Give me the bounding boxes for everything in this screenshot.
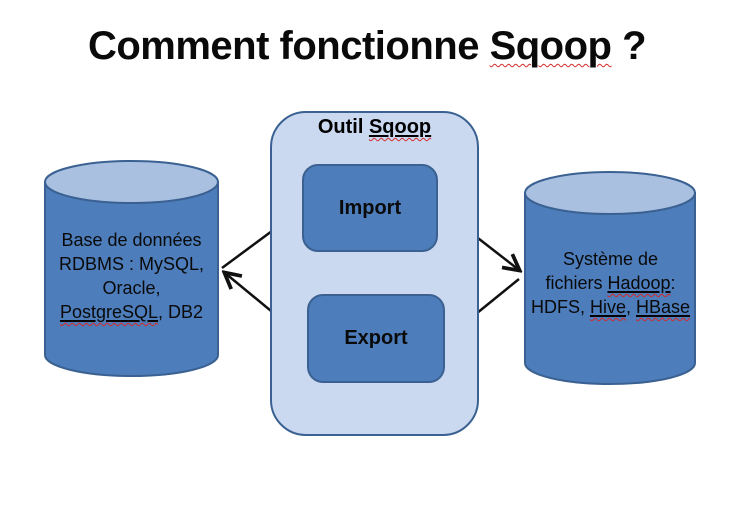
rdbms-postgresql-word: PostgreSQL: [59, 302, 159, 322]
hadoop-line-2: fichiers Hadoop:: [545, 273, 676, 293]
sqoop-tool-label-word: Sqoop: [368, 116, 432, 138]
rdbms-cylinder-top: [44, 160, 219, 204]
hadoop-line-1: Système de: [562, 249, 659, 269]
export-box: Export: [307, 294, 445, 383]
rdbms-line-4: PostgreSQL, DB2: [59, 302, 204, 322]
hadoop-cylinder-top: [524, 171, 696, 215]
sqoop-tool-label-pre: Outil: [317, 116, 369, 138]
sqoop-tool-label: Outil Sqoop: [270, 116, 479, 139]
export-label: Export: [344, 327, 408, 349]
title-text-pre: Comment fonctionne: [87, 24, 490, 68]
sqoop-tool-container: [270, 111, 479, 436]
hadoop-cylinder-label: Système de fichiers Hadoop: HDFS, Hive, …: [518, 247, 703, 319]
title-text-post: ?: [611, 24, 647, 68]
rdbms-line-1: Base de données: [61, 230, 202, 250]
page-title: Comment fonctionne Sqoop ?: [0, 24, 734, 69]
hadoop-line-3: HDFS, Hive, HBase: [530, 297, 691, 317]
hbase-word: HBase: [636, 297, 691, 317]
hive-word: Hive: [589, 297, 626, 317]
import-label: Import: [338, 196, 402, 219]
import-box: Import: [302, 164, 438, 252]
rdbms-line-3: Oracle,: [102, 278, 161, 298]
rdbms-cylinder-label: Base de données RDBMS : MySQL, Oracle, P…: [35, 228, 228, 324]
rdbms-line-2: RDBMS : MySQL,: [58, 254, 205, 274]
title-word-sqoop: Sqoop: [489, 24, 612, 68]
hadoop-word: Hadoop: [607, 273, 671, 293]
